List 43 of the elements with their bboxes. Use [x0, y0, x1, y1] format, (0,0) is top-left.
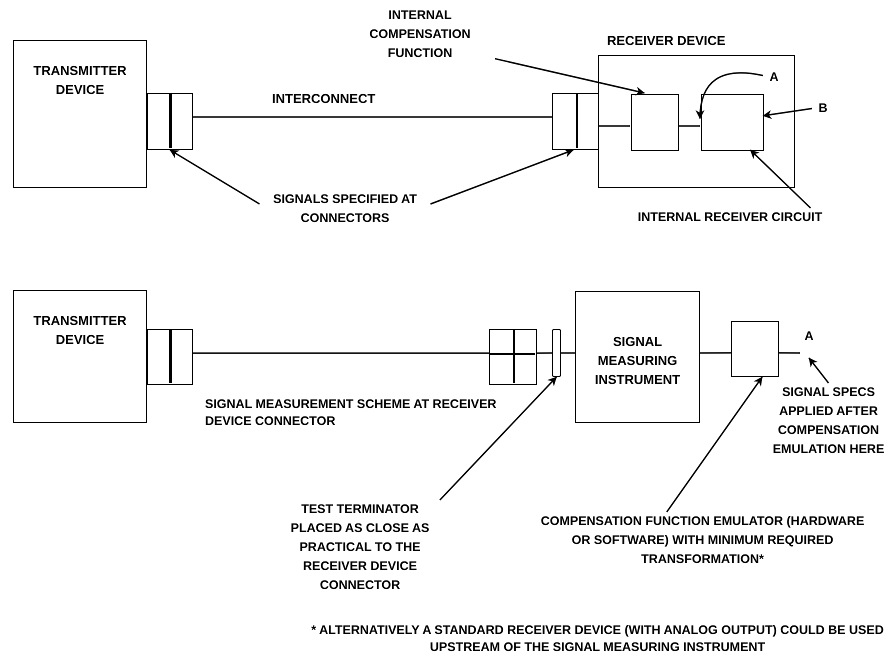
connector-block [489, 329, 537, 385]
signal-line [193, 352, 489, 354]
box-heading: RECEIVER DEVICE [607, 32, 726, 50]
leader-arrow [750, 149, 812, 209]
leader-arrow [696, 72, 764, 120]
note-text: SIGNAL MEASUREMENT SCHEME AT RECEIVER DEVICE CONNECTOR [205, 396, 498, 430]
point-marker: A [764, 68, 784, 87]
signal-line [678, 125, 700, 127]
signal-line [561, 352, 575, 354]
signal-line [537, 352, 552, 354]
signal-line [193, 116, 552, 118]
leader-arrow [666, 376, 763, 512]
leader-arrow [170, 149, 260, 205]
connector-block [147, 93, 193, 150]
point-marker: A [800, 327, 818, 358]
callout-text: INTERNAL RECEIVER CIRCUIT [608, 208, 852, 228]
device-box [13, 290, 147, 423]
leader-arrow [762, 108, 812, 119]
compensation-block [631, 94, 679, 151]
connector-block [147, 329, 193, 385]
box-label: SIGNAL MEASURING INSTRUMENT [594, 333, 682, 389]
signal-line [700, 352, 731, 354]
terminator-block [552, 329, 561, 377]
leader-arrow [439, 376, 558, 501]
signal-line [599, 125, 630, 127]
leader-arrow [494, 58, 645, 96]
leader-arrow [808, 358, 830, 384]
circuit-block [701, 94, 764, 151]
instrument-box [575, 291, 700, 423]
emulator-block [731, 321, 779, 377]
device-box [13, 40, 147, 188]
callout-text: TEST TERMINATOR PLACED AS CLOSE AS PRACTICAL TO THE RECEIVER DEVICE CONNECTOR [275, 500, 445, 600]
point-marker: B [812, 99, 834, 118]
box-label: TRANSMITTER DEVICE [32, 62, 128, 99]
edge-label: INTERCONNECT [270, 91, 378, 106]
callout-text: SIGNALS SPECIFIED AT CONNECTORS [250, 190, 440, 230]
connector-block [552, 93, 599, 150]
callout-text: COMPENSATION FUNCTION EMULATOR (HARDWARE OR SOFTWARE) WITH MINIMUM REQUIRED TRANSFORMATION* [540, 512, 865, 592]
callout-text: INTERNAL COMPENSATION FUNCTION [345, 6, 495, 68]
leader-arrow [430, 148, 574, 205]
box-label: TRANSMITTER DEVICE [32, 312, 128, 349]
signal-line [779, 352, 800, 354]
footnote-text: * ALTERNATIVELY A STANDARD RECEIVER DEVICE (WITH ANALOG OUTPUT) COULD BE USED UPSTREAM OF THE SIGNAL MEASURING INSTRUMENT [310, 622, 885, 656]
